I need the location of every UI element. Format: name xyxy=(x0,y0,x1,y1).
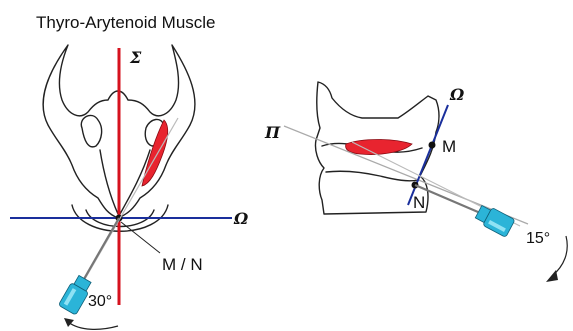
rotation-arrowhead-left xyxy=(64,318,74,327)
n-label: N xyxy=(413,193,425,212)
omega-label-left: Ω xyxy=(233,209,249,228)
left-view: Σ Ω M / N 30° xyxy=(10,45,249,329)
rotation-arrowhead-right xyxy=(546,270,558,282)
needle-hub-right xyxy=(474,203,515,238)
lateral-lower-contour xyxy=(326,171,418,181)
m-label: M xyxy=(442,137,456,156)
mn-leader-line xyxy=(121,222,160,253)
angle-label-left: 30° xyxy=(88,293,112,310)
rotation-arrow-right xyxy=(552,236,567,276)
angle-label-right: 15° xyxy=(526,230,550,247)
pi-label: Π xyxy=(264,123,281,142)
omega-label-right: Ω xyxy=(449,85,465,104)
rotation-arrow-left xyxy=(68,322,118,329)
m-point xyxy=(429,142,436,149)
sigma-label: Σ xyxy=(129,48,142,67)
mn-label: M / N xyxy=(162,255,203,274)
right-view: Π Ω M N 15° xyxy=(264,82,567,282)
figure-title: Thyro-Arytenoid Muscle xyxy=(36,13,216,32)
left-arytenoid xyxy=(81,115,101,146)
